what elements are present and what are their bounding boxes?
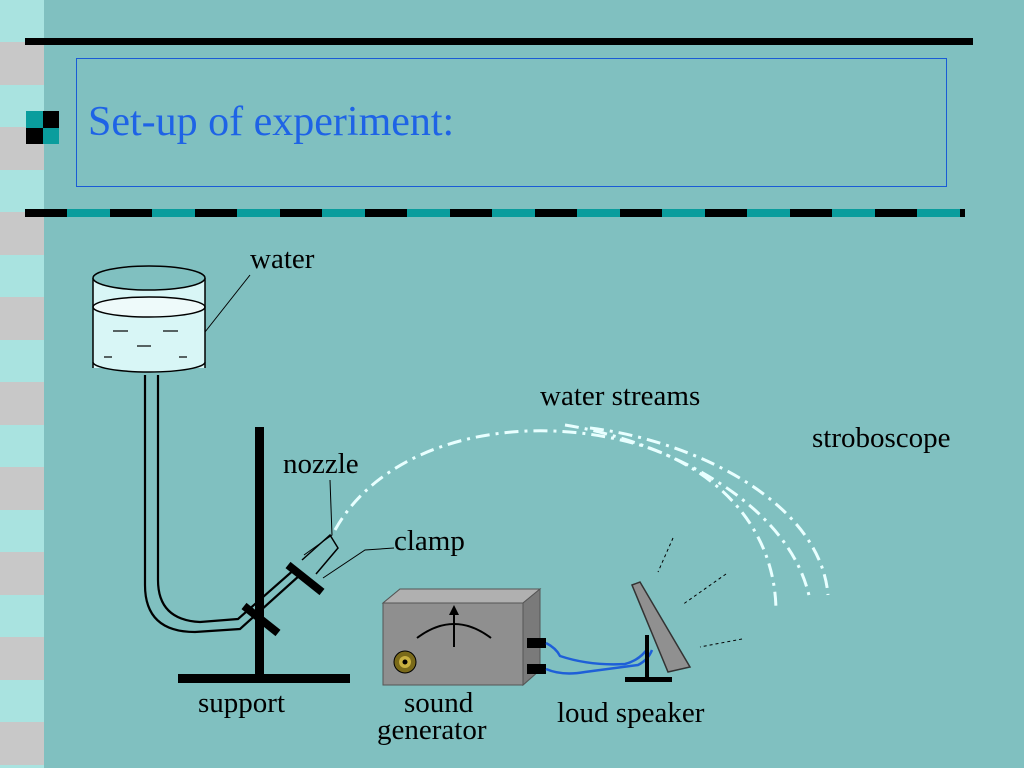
water-streams — [333, 423, 830, 611]
label-nozzle: nozzle — [283, 448, 359, 480]
square-bullet-icon — [26, 111, 59, 144]
water-container — [92, 265, 206, 373]
clamp — [241, 561, 325, 637]
stroboscope-rays — [657, 537, 743, 648]
support-stand — [178, 427, 350, 683]
label-sound-generator-line2: generator — [377, 714, 487, 746]
connection-wires — [545, 641, 654, 675]
page-title: Set-up of experiment: — [88, 99, 455, 145]
label-water-streams: water streams — [540, 380, 700, 412]
leader-lines — [204, 274, 395, 579]
label-support: support — [198, 687, 285, 719]
divider-rule — [25, 209, 965, 217]
label-sound-generator-line1: sound — [404, 687, 474, 719]
title-frame — [76, 58, 947, 187]
label-water: water — [250, 243, 315, 275]
label-stroboscope: stroboscope — [812, 422, 951, 454]
sound-generator — [381, 587, 546, 687]
top-rule — [25, 38, 973, 45]
nozzle — [301, 533, 339, 575]
label-loud-speaker: loud speaker — [557, 697, 705, 729]
label-clamp: clamp — [394, 525, 465, 557]
loud-speaker — [625, 581, 692, 682]
water-tube — [143, 375, 301, 634]
